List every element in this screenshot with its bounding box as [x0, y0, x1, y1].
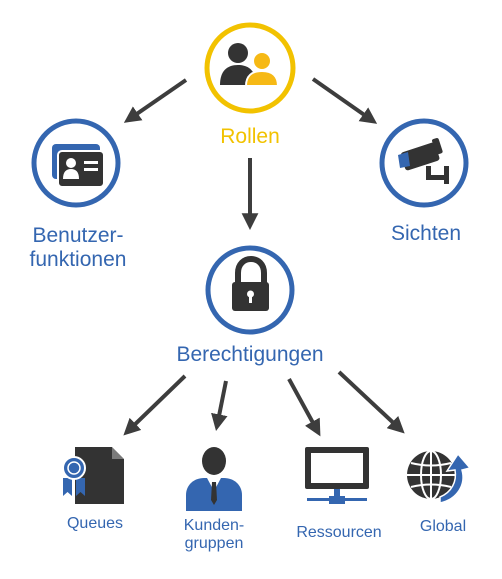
kundengruppen-label: Kunden- gruppen — [164, 517, 264, 554]
sichten-node — [379, 118, 469, 208]
rollen-label: Rollen — [200, 125, 300, 149]
arrow-berechtigungen-to-global — [337, 370, 405, 434]
ressourcen-label: Ressourcen — [282, 524, 396, 542]
users-icon — [220, 43, 280, 87]
berechtigungen-label: Berechtigungen — [150, 343, 350, 367]
global-label-text: Global — [419, 518, 467, 535]
rollen-label-text: Rollen — [220, 125, 280, 148]
ressourcen-label-text: Ressourcen — [296, 524, 382, 541]
berechtigungen-label-text: Berechtigungen — [176, 343, 324, 366]
berechtigungen-node — [205, 245, 295, 335]
arrow-berechtigungen-to-ressourcen — [287, 378, 321, 437]
queues-label-text: Queues — [66, 515, 124, 532]
id-card-icon — [52, 144, 105, 188]
arrow-rollen-to-benutzerfunktionen — [123, 78, 188, 123]
arrow-berechtigungen-to-queues — [123, 374, 187, 436]
benutzerfunktionen-label: Benutzer- funktionen — [8, 224, 148, 272]
kundengruppen-label-line1: Kunden- — [183, 517, 245, 534]
benutzerfunktionen-node — [31, 118, 121, 208]
sichten-label-text: Sichten — [390, 222, 462, 245]
benutzerfunktionen-label-line1: Benutzer- — [32, 224, 124, 247]
arrow-berechtigungen-to-kundengruppen — [211, 380, 228, 431]
globe-arrow-icon — [407, 450, 472, 504]
global-label: Global — [398, 518, 488, 536]
kundengruppen-label-line2: gruppen — [184, 535, 244, 553]
business-person-icon — [186, 447, 242, 511]
security-camera-icon — [398, 138, 449, 184]
arrow-rollen-to-sichten — [311, 77, 378, 124]
sichten-label: Sichten — [366, 222, 486, 246]
lock-icon — [232, 255, 269, 311]
queues-label: Queues — [50, 515, 140, 533]
certificate-document-icon — [62, 447, 124, 504]
benutzerfunktionen-label-line2: funktionen — [29, 248, 127, 272]
rollen-node — [204, 22, 296, 114]
network-monitor-icon — [305, 447, 369, 504]
